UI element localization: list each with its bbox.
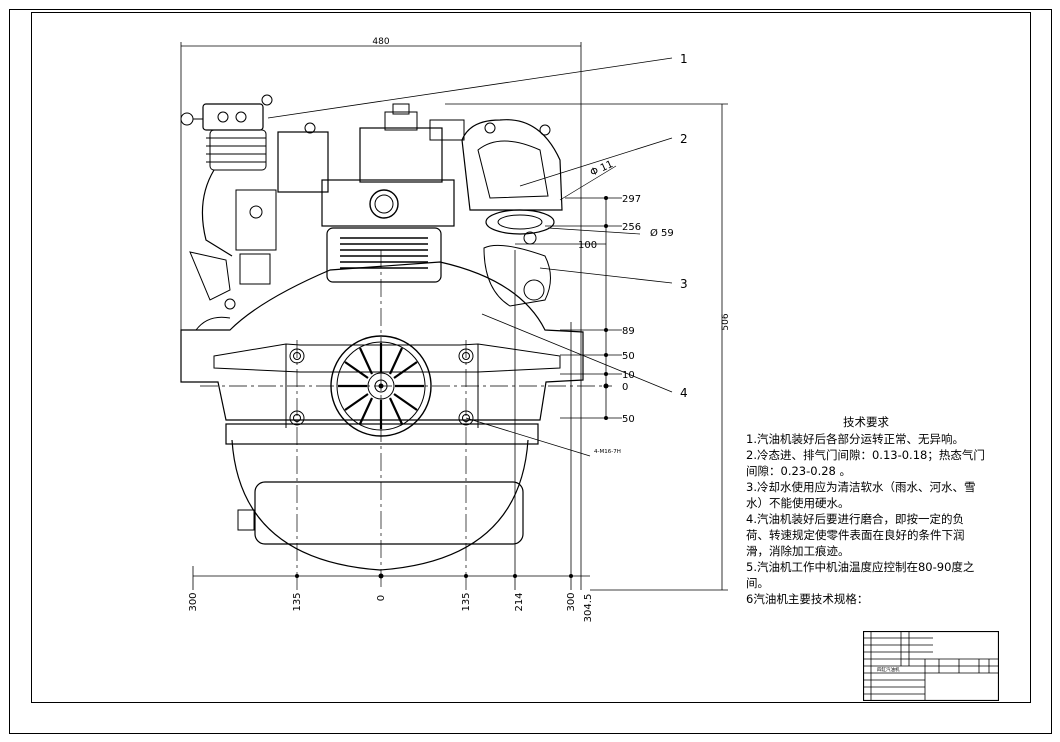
dim-diameter-large: Ø 59 <box>650 227 674 239</box>
note-item-3: 3.冷却水使用应为清洁软水（雨水、河水、雪水）不能使用硬水。 <box>746 480 976 510</box>
callout-2: 2 <box>680 132 688 146</box>
dim-v-89: 89 <box>622 326 635 337</box>
dim-h-214: 214 <box>514 592 525 611</box>
dim-offset-100: 100 <box>578 240 597 251</box>
drawing-border-outer <box>9 9 1052 734</box>
dim-v-50b: 50 <box>622 414 635 425</box>
title-block: 四缸汽油机 <box>863 631 999 701</box>
dim-overall-width: 480 <box>372 37 389 47</box>
title-block-name: 四缸汽油机 <box>877 666 900 673</box>
dim-overall-height: 506 <box>721 313 731 330</box>
note-item-2: 2.冷态进、排气门间隙：0.13-0.18；热态气门间隙：0.23-0.28 。 <box>746 448 985 478</box>
note-item-1: 1.汽油机装好后各部分运转正常、无异响。 <box>746 432 964 446</box>
dim-v-0: 0 <box>622 382 628 393</box>
notes-title: 技术要求 <box>843 415 889 429</box>
callout-3: 3 <box>680 277 688 291</box>
dim-h-135-left: 135 <box>292 592 303 611</box>
dim-h-300-left: 300 <box>188 592 199 611</box>
technical-requirements: 技术要求 1.汽油机装好后各部分运转正常、无异响。 2.冷态进、排气门间隙：0.… <box>746 414 986 607</box>
dim-h-135-right: 135 <box>461 592 472 611</box>
callout-4: 4 <box>680 386 688 400</box>
drawing-border-inner <box>31 12 1031 703</box>
dim-v-10: 10 <box>622 370 635 381</box>
note-item-6: 6汽油机主要技术规格： <box>746 592 869 606</box>
dim-hole-callout: 4-M16-7H <box>594 449 621 455</box>
dim-h-0: 0 <box>376 595 387 601</box>
dim-h-304-5: 304.5 <box>583 594 594 623</box>
note-item-4: 4.汽油机装好后要进行磨合，即按一定的负荷、转速规定使零件表面在良好的条件下润滑… <box>746 512 965 558</box>
dim-h-300-right: 300 <box>566 592 577 611</box>
callout-1: 1 <box>680 52 688 66</box>
dim-v-256: 256 <box>622 222 641 233</box>
dim-diameter-small: Φ 11 <box>589 159 615 179</box>
note-item-5: 5.汽油机工作中机油温度应控制在80-90度之间。 <box>746 560 975 590</box>
dim-v-50a: 50 <box>622 351 635 362</box>
dim-v-297: 297 <box>622 194 641 205</box>
